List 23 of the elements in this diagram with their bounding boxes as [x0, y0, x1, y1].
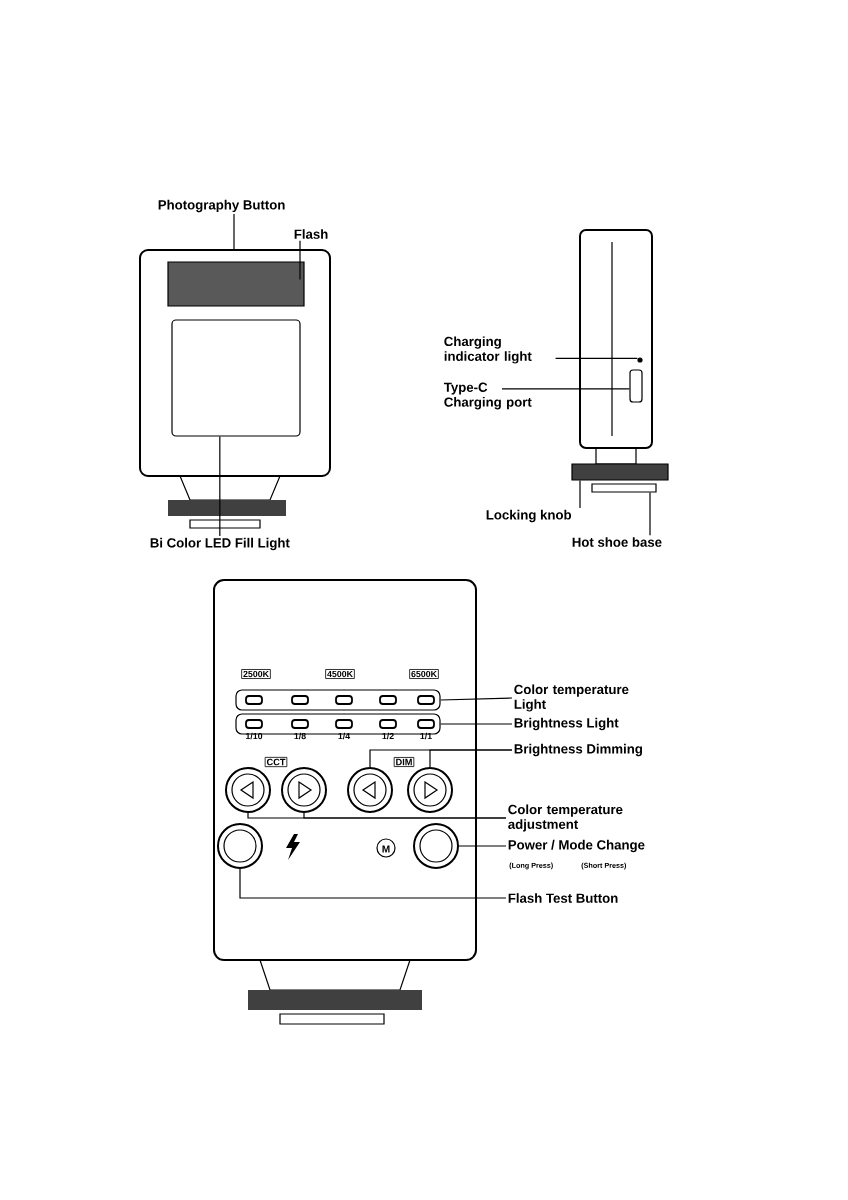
- flash-panel: [167, 261, 305, 307]
- leader-line: [219, 436, 221, 537]
- leader-line: [303, 812, 507, 819]
- round-button: [281, 767, 327, 813]
- round-button: [347, 767, 393, 813]
- light-body: [579, 229, 653, 449]
- locking-knob: [571, 463, 669, 481]
- leader-line: [458, 845, 507, 847]
- round-button: [217, 823, 263, 869]
- round-button: [407, 767, 453, 813]
- indicator-row: [235, 713, 441, 735]
- usb-port: [629, 369, 643, 403]
- light-body: [139, 249, 331, 477]
- leader-line: [440, 723, 513, 725]
- round-button: [413, 823, 459, 869]
- round-button: [225, 767, 271, 813]
- led-panel: [171, 319, 301, 437]
- indicator-row: [235, 689, 441, 711]
- control-panel: [213, 579, 477, 961]
- leader-line: [429, 749, 513, 768]
- leader-line: [239, 868, 507, 899]
- hot-shoe-plate: [591, 483, 657, 493]
- leader-line: [440, 697, 513, 701]
